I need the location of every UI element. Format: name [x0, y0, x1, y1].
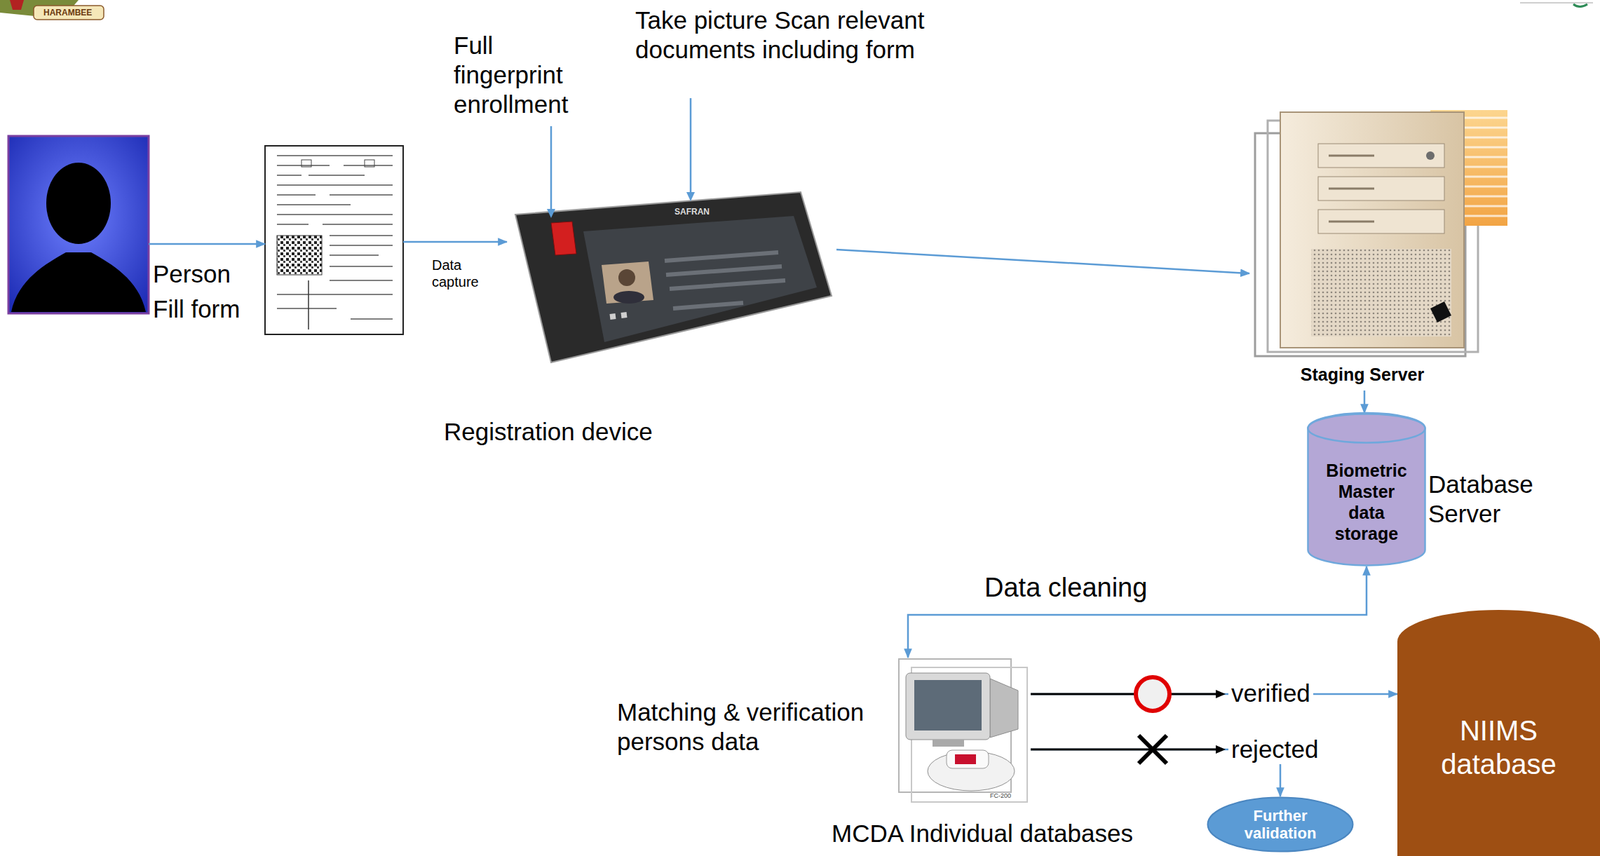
- coat-of-arms: [0, 0, 104, 20]
- connector-arrow: [1030, 693, 1398, 696]
- head-shape: [46, 162, 111, 244]
- node-caption: Database Server: [1428, 469, 1555, 529]
- result-head: [1215, 689, 1226, 699]
- leader-line: [689, 98, 693, 194]
- emblem-ribbon: [33, 5, 104, 20]
- screen-photo: [601, 261, 654, 304]
- database-cylinder: Biometric Master data storageDatabase Se…: [1306, 412, 1427, 567]
- node-caption: MCDA Individual databases: [831, 818, 1134, 849]
- emblem-motto: HARAMBEE: [43, 7, 92, 18]
- result-line: [1030, 748, 1218, 751]
- fail-symbol: [1138, 735, 1167, 764]
- node-label: NIIMS database: [1418, 713, 1580, 782]
- form-lines: [276, 155, 393, 320]
- server-tower: [1255, 110, 1508, 357]
- person-silhouette: [8, 136, 149, 314]
- database-cylinder: NIIMS database: [1397, 609, 1600, 856]
- screen-buttons: [609, 314, 627, 317]
- tablet-device: [515, 192, 832, 363]
- node-caption: Person: [152, 259, 231, 289]
- annotation: Full fingerprint enrollment: [453, 30, 587, 120]
- leader-head: [686, 192, 695, 202]
- form-barcode: [276, 235, 322, 275]
- leader-arrow: [546, 126, 556, 219]
- shoulders-shape: [11, 252, 146, 313]
- server-badge: [1430, 301, 1452, 323]
- monitor-frame: [905, 673, 991, 740]
- verified-marker: [1030, 677, 1226, 711]
- monitor-screen: [914, 680, 982, 731]
- photo-head: [618, 269, 636, 287]
- connector-arrow: [907, 566, 1367, 658]
- fingerprint-sensor: [551, 221, 577, 256]
- cylinder-top: [1308, 414, 1426, 444]
- connector-arrow: [403, 241, 507, 244]
- ellipse-outline: [1208, 797, 1354, 852]
- tablet-screen: [583, 215, 817, 343]
- monitor-stand: [932, 739, 965, 747]
- workstation: [898, 659, 1028, 803]
- node-caption: Matching & verification persons data: [617, 697, 877, 757]
- scanner-base: [927, 751, 1015, 791]
- result-line: [1030, 693, 1218, 696]
- leader-head: [546, 208, 556, 219]
- form-document: Fill form: [265, 145, 404, 335]
- node-label: Biometric Master data storage: [1323, 459, 1410, 545]
- form-divider: [307, 280, 310, 330]
- connector-label: rejected: [1228, 734, 1322, 765]
- scanner-top: [946, 750, 989, 769]
- result-head: [1215, 745, 1226, 754]
- tablet-body: [515, 192, 832, 363]
- leader-line: [550, 126, 553, 211]
- photo-frame: [8, 136, 149, 314]
- brand-logo: SAFRAN: [674, 206, 710, 217]
- node-caption: Fill form: [152, 294, 240, 324]
- form-checkbox: [364, 159, 375, 167]
- annotation: Take picture Scan relevant documents inc…: [635, 5, 944, 65]
- pass-symbol: [1135, 677, 1170, 711]
- logo-edge: [1520, 2, 1593, 4]
- emblem-shield: [9, 0, 24, 10]
- connector-label: verified: [1228, 678, 1314, 709]
- server-case: [1280, 112, 1464, 348]
- connector-arrow: [148, 243, 266, 246]
- corner-logo: [1520, 2, 1593, 8]
- cylinder-body: [1397, 609, 1600, 856]
- connector-arrow: [1363, 390, 1366, 413]
- cylinder-body: [1308, 412, 1426, 566]
- scanner-window: [954, 754, 976, 765]
- rejected-marker: [1030, 735, 1226, 764]
- connector-label: Data capture: [429, 256, 491, 291]
- registration-device: Registration device: [506, 188, 837, 368]
- node-label: Further validation: [1231, 807, 1330, 843]
- monitor-back: [990, 678, 1019, 738]
- staging-server: Staging Server: [1249, 110, 1508, 391]
- person-photo: Person: [8, 136, 149, 314]
- connector-label: Data cleaning: [981, 572, 1150, 605]
- node-caption: Staging Server: [1292, 363, 1433, 385]
- screen-fields: [664, 252, 786, 309]
- leader-arrow: [686, 98, 695, 202]
- matching-workstation: Matching & verification persons dataMCDA…: [897, 657, 1031, 805]
- photo-body: [613, 290, 645, 304]
- process-ellipse: Further validation: [1206, 796, 1354, 853]
- connector-arrow: [1030, 749, 1281, 797]
- connector-arrow: [836, 249, 1250, 274]
- form-sheet: [265, 145, 404, 335]
- form-checkbox: [301, 159, 312, 167]
- logo-mark: [1573, 4, 1588, 8]
- node-caption: Registration device: [443, 417, 653, 447]
- form-document: [265, 145, 404, 335]
- power-button: [1426, 151, 1435, 160]
- drive-slots: [1328, 155, 1375, 222]
- server-grille: [1311, 248, 1452, 337]
- model-number: FC-200: [990, 792, 1012, 800]
